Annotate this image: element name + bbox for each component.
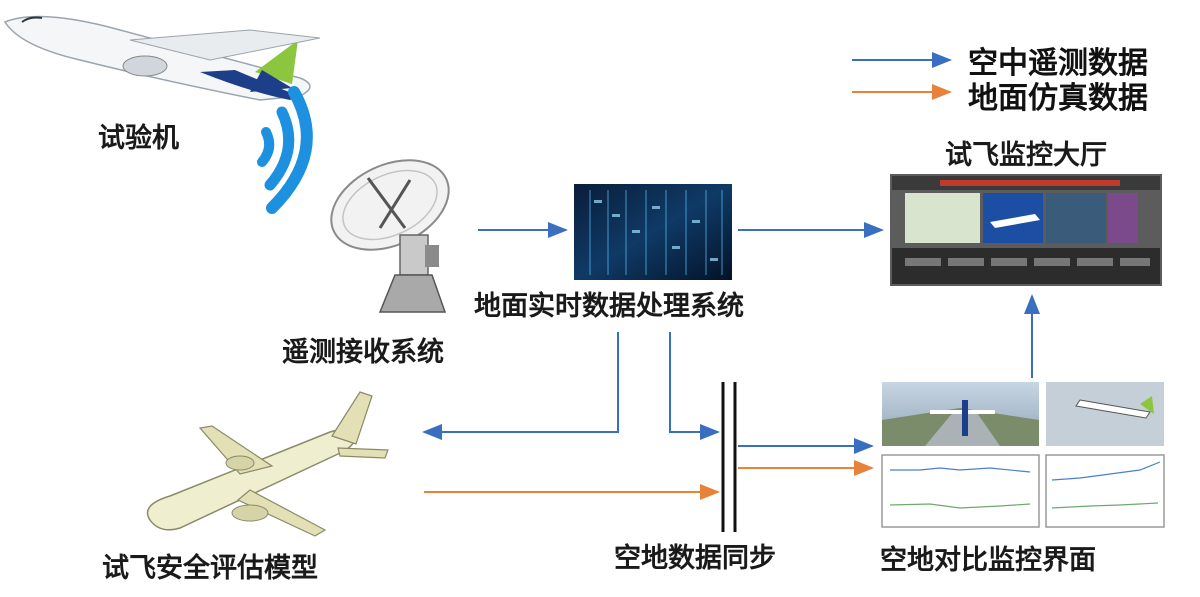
control-hall-label: 试飞监控大厅 — [945, 140, 1107, 171]
safety-model-label: 试飞安全评估模型 — [102, 553, 318, 584]
test-aircraft-label: 试验机 — [98, 123, 179, 154]
comparison-ui-image — [881, 382, 1165, 528]
air-ground-sync-label: 空地数据同步 — [614, 543, 776, 574]
sync-bars-icon — [721, 382, 737, 532]
signal-waves-icon — [257, 86, 313, 214]
legend-telemetry-label: 空中遥测数据 — [968, 46, 1148, 81]
legend-simulation-label: 地面仿真数据 — [968, 81, 1148, 116]
comparison-ui-label: 空地对比监控界面 — [880, 545, 1096, 576]
telemetry-receiver-label: 遥测接收系统 — [282, 337, 444, 368]
flow-connectors — [422, 222, 1040, 500]
satellite-dish-icon — [330, 159, 450, 313]
ground-processing-label: 地面实时数据处理系统 — [474, 291, 744, 322]
control-hall-image — [890, 174, 1162, 286]
server-rack-image — [574, 184, 732, 280]
test-aircraft-icon — [3, 15, 321, 101]
safety-model-aircraft-icon — [146, 391, 389, 537]
